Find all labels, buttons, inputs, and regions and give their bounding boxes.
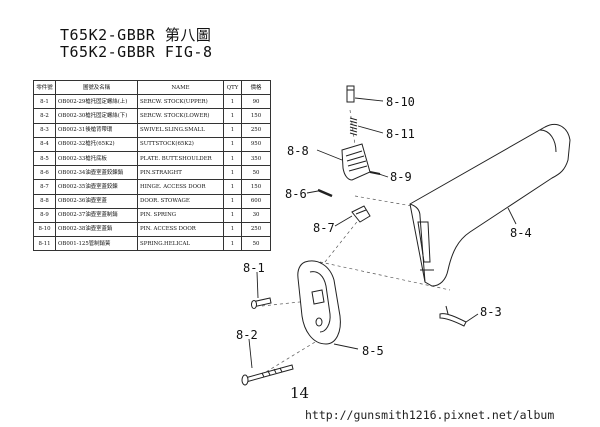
cell-part-no: 8-7 [33,179,56,195]
hinge-part [351,205,371,223]
callout-8-1: 8-1 [243,261,265,275]
callout-8-9: 8-9 [390,170,412,184]
cell-price: 50 [241,236,271,252]
cell-name: SPRING.HELICAL [137,236,224,252]
cell-price: 350 [241,150,271,167]
cell-name: PIN. ACCESS DOOR [137,221,224,238]
cell-name: SWIVEL.SLING.SMALL [137,122,224,138]
callout-8-6: 8-6 [285,187,307,201]
page-number: 14 [290,384,310,402]
callout-8-8: 8-8 [287,144,309,158]
callout-8-4: 8-4 [510,226,532,240]
callout-8-5: 8-5 [362,344,384,358]
cell-drawing-name: OB002-32槍托(65K2) [55,136,138,152]
page-title: T65K2-GBBR 第八圖 [60,26,212,44]
cell-name: HINGE. ACCESS DOOR [137,179,224,195]
buttstock-part [409,123,571,287]
cell-part-no: 8-11 [33,236,56,252]
cell-price: 250 [241,221,271,238]
swivel-sling-part [439,305,467,327]
cell-name: PLATE. BUTT.SHOULDER [137,150,224,167]
access-door-pin-part [346,85,355,103]
callout-8-3: 8-3 [480,305,502,319]
cell-price: 50 [241,165,271,181]
callout-8-10: 8-10 [386,95,415,109]
callout-8-11: 8-11 [386,127,415,141]
butt-plate-part [297,260,341,345]
cell-price: 600 [241,193,271,209]
page-subtitle: T65K2-GBBR FIG-8 [60,43,213,61]
door-stowage-part [341,143,371,181]
callout-8-7: 8-7 [313,221,335,235]
cell-price: 250 [241,122,271,138]
lower-screw-part [241,364,294,386]
cell-price: 950 [241,136,271,152]
callout-8-2: 8-2 [236,328,258,342]
cell-drawing-name: OB002-37油壺室蓋制銷 [55,207,138,223]
cell-price: 150 [241,179,271,195]
cell-part-no: 8-6 [33,165,56,181]
upper-screw-part [251,297,272,309]
cell-price: 30 [241,207,271,223]
cell-price: 90 [241,94,271,110]
cell-part-no: 8-4 [33,136,56,152]
straight-pin-part [317,188,333,198]
spring-part [349,117,358,136]
source-url: http://gunsmith1216.pixnet.net/album [305,408,555,422]
